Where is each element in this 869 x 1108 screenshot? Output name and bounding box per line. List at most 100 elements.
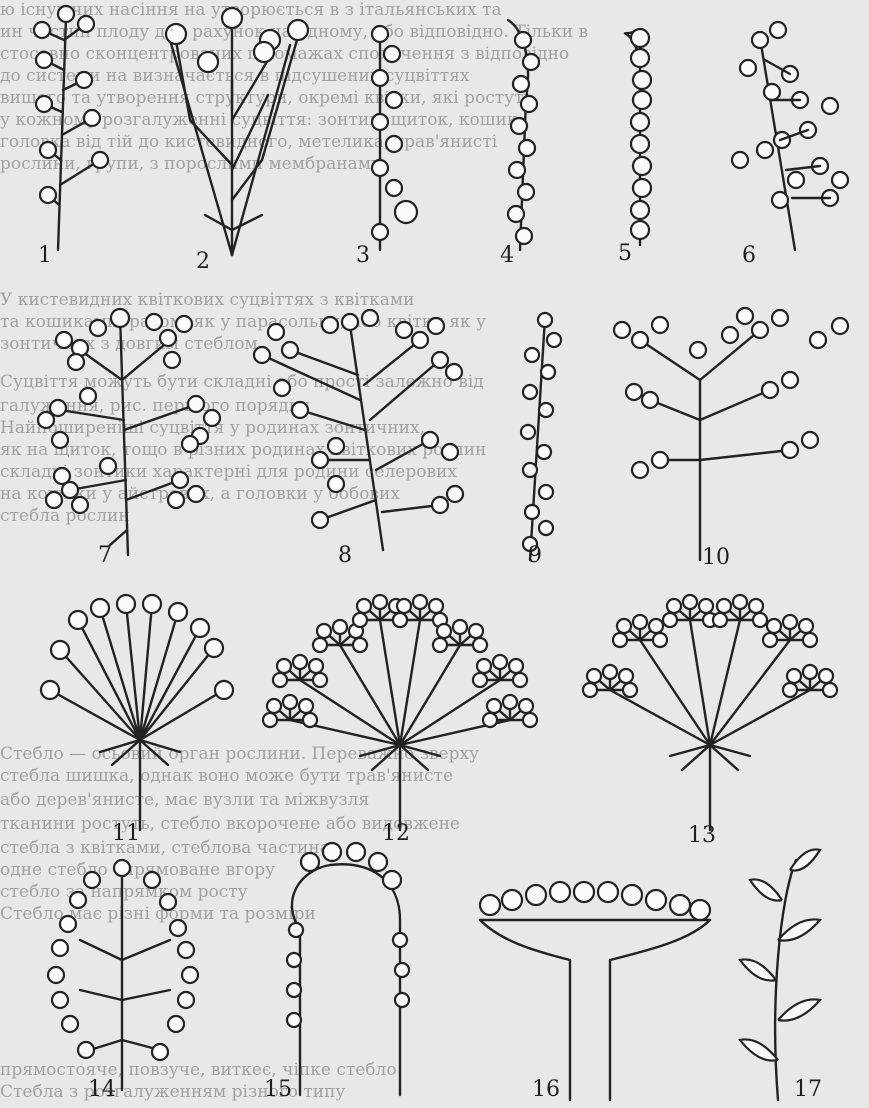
flower-circle [395, 963, 409, 977]
flower-circle [763, 633, 777, 647]
flower-circle [613, 633, 627, 647]
flower-circle [767, 619, 781, 633]
figure-label: 15 [264, 1077, 292, 1102]
flower-circle [372, 26, 388, 42]
figure-label: 1 [38, 243, 52, 268]
flower-circle [614, 322, 630, 338]
flower-circle [396, 322, 412, 338]
stem-curve [376, 440, 430, 470]
flower-circle [493, 655, 507, 669]
flower-circle [487, 699, 501, 713]
stem-curve [80, 940, 122, 960]
flower-circle [519, 140, 535, 156]
flower-circle [631, 49, 649, 67]
stem-curve [700, 450, 790, 460]
figure-label: 4 [500, 243, 514, 268]
flower-circle [783, 683, 797, 697]
flower-circle [523, 463, 537, 477]
flower-circle [90, 320, 106, 336]
flower-circle [386, 92, 402, 108]
axis-curve [480, 920, 710, 1100]
flower-circle [583, 683, 597, 697]
flower-circle [80, 388, 96, 404]
flower-circle [51, 641, 69, 659]
leaf-shape [750, 879, 782, 900]
flower-circle [328, 476, 344, 492]
flower-circle [663, 613, 677, 627]
flower-circle [469, 624, 483, 638]
flower-circle [413, 595, 427, 609]
flower-circle [819, 669, 833, 683]
flower-circle [92, 152, 108, 168]
flower-circle [523, 54, 539, 70]
flower-circle [764, 84, 780, 100]
flower-circle [172, 472, 188, 488]
flower-circle [523, 713, 537, 727]
flower-circle [631, 29, 649, 47]
flower-circle [299, 699, 313, 713]
flower-circle [273, 673, 287, 687]
flower-circle [54, 468, 70, 484]
flower-circle [550, 882, 570, 902]
flower-circle [772, 192, 788, 208]
flower-circle [753, 613, 767, 627]
flower-circle [539, 403, 553, 417]
stem-curve [170, 40, 232, 255]
flower-circle [313, 638, 327, 652]
flower-circle [574, 882, 594, 902]
flower-circle [453, 620, 467, 634]
flower-circle [539, 521, 553, 535]
flower-circle [722, 327, 738, 343]
ray-line [610, 690, 710, 745]
flower-circle [342, 314, 358, 330]
flower-circle [48, 967, 64, 983]
ray-line [300, 680, 400, 745]
flower-circle [287, 983, 301, 997]
flower-circle [111, 309, 129, 327]
flower-circle [503, 695, 517, 709]
flower-circle [526, 885, 546, 905]
flower-circle [166, 24, 186, 44]
flower-circle [515, 32, 531, 48]
flower-circle [803, 633, 817, 647]
flower-circle [740, 60, 756, 76]
flower-circle [626, 384, 642, 400]
leaf-shape [778, 999, 820, 1020]
flower-circle [188, 486, 204, 502]
flower-circle [633, 91, 651, 109]
flower-circle [523, 385, 537, 399]
flower-circle [287, 953, 301, 967]
flower-circle [52, 940, 68, 956]
flower-circle [770, 22, 786, 38]
axis-curve [292, 864, 400, 1095]
flower-circle [40, 142, 56, 158]
figure-label: 6 [742, 243, 756, 268]
flower-circle [40, 187, 56, 203]
flower-circle [429, 599, 443, 613]
flower-circle [198, 52, 218, 72]
flower-circle [301, 853, 319, 871]
figure-label: 5 [618, 241, 632, 266]
flower-circle [393, 933, 407, 947]
stem-curve [110, 530, 127, 545]
flower-circle [539, 485, 553, 499]
stem-curve [232, 215, 262, 230]
flower-circle [62, 1016, 78, 1032]
flower-circle [683, 595, 697, 609]
flower-circle [222, 8, 242, 28]
flower-circle [422, 432, 438, 448]
flower-circle [473, 638, 487, 652]
flower-circle [100, 458, 116, 474]
flower-circle [34, 22, 50, 38]
stem-curve [124, 405, 195, 430]
flower-circle [373, 595, 387, 609]
flower-circle [114, 860, 130, 876]
flower-circle [598, 882, 618, 902]
flower-circle [386, 180, 402, 196]
flower-circle [287, 1013, 301, 1027]
flower-circle [446, 364, 462, 380]
flower-circle [38, 412, 54, 428]
flower-circle [52, 432, 68, 448]
figure-label: 9 [528, 543, 542, 568]
flower-circle [372, 114, 388, 130]
